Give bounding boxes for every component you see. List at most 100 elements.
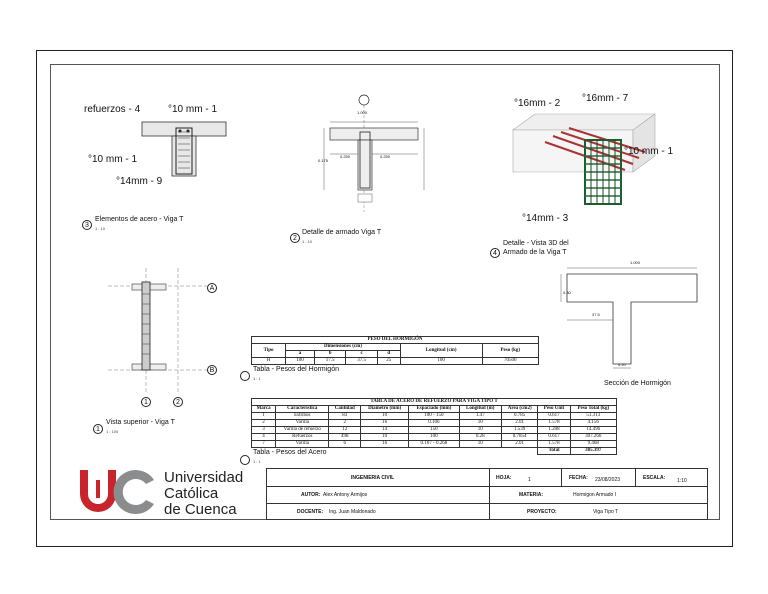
scale-label: ESCALA: [643,475,666,481]
concrete-subheader-c: c [345,350,378,358]
view-scale-3: 1 : 10 [95,226,106,231]
grid-mark-a: A [207,283,217,293]
caption-marker-steel [240,455,250,465]
concrete-header-length: Longitud (cm) [399,343,483,358]
table-cell: 1.208 [537,426,571,434]
table-header: Espaciado (mm) [408,405,460,413]
table-cell: 14.496 [569,426,618,434]
logo-text-line1: Universidad [164,469,244,486]
table-cell: 7 [250,440,277,448]
view-scale-1: 1 : 100 [106,429,119,434]
concrete-table-scale: 1 : 1 [253,376,261,381]
table-header: Peso Total (kg) [569,405,618,413]
university-logo-mark [80,470,154,514]
table-cell: 1.47 [458,412,502,420]
table-cell: 12 [328,426,362,434]
table-cell: 0.28 [458,433,502,441]
table-cell: 10 [458,440,502,448]
concrete-subheader-a: a [285,350,315,358]
table-cell: H [250,357,287,365]
view-title-1: Vista superior - Viga T [106,419,175,426]
label-bar14: °14mm - 9 [116,176,163,187]
view-title-3: Elementos de acero - Viga T [95,216,184,223]
table-header: Cantidad [328,405,362,413]
table-cell: 307.266 [569,433,618,441]
subject-label: MATERIA: [519,492,544,498]
dim-section-web: 0.20 [618,362,626,367]
section-title: Sección de Hormigón [604,380,671,387]
author-label: AUTOR: [301,492,321,498]
label-refuerzos: refuerzos - 4 [84,104,141,115]
table-cell: 100 [399,357,483,365]
caption-marker-concrete [240,371,250,381]
steel-weight-table: TABLA DE ACERO DE REFUERZO PARA VIGA TIP… [250,398,618,455]
date-label: FECHA: [569,475,588,481]
table-cell: 4 [250,433,277,441]
label-bar14-3d: °14mm - 3 [522,213,569,224]
concrete-header-weight: Peso (kg) [481,343,540,358]
table-cell: Refuerzos [275,433,330,441]
table-cell: 14 [360,426,410,434]
table-cell: 100 [408,433,460,441]
dim-right-flange: 0.250 [380,154,391,159]
label-bar16-b: °16mm - 7 [582,93,629,104]
steel-table-scale: 1 : 1 [253,459,261,464]
steel-table-caption: Tabla - Pesos del Acero [253,449,327,456]
reinforcement-detail-drawing [323,94,425,212]
concrete-section-drawing [560,267,698,369]
concrete-header-tipo: Tipo [250,343,287,358]
total-label: Total [537,447,571,455]
dim-height: 0.175 [318,158,329,163]
total-value: 385.397 [569,447,618,455]
steel-elements-drawing [141,121,227,177]
grid-mark-1: 1 [141,397,151,407]
steel-table-header: Marca Característica Cantidad Diametro (… [250,405,618,413]
concrete-subheader-b: b [313,350,347,358]
total-row: Total 385.397 [252,447,618,455]
table-cell: 0.617 [537,412,571,420]
table-cell: 4.156 [569,419,618,427]
view-title-4-line1: Detalle - Vista 3D del [503,240,569,247]
concrete-subheader-d: d [376,350,401,358]
table-cell: 70500 [481,357,540,365]
table-cell: 100 - 150 [408,412,460,420]
dim-section-flange: 0.30 [563,290,571,295]
table-header: Característica [275,405,330,413]
teacher-value: Ing. Juan Maldonado [329,509,376,515]
table-cell: 16 [360,440,410,448]
subject-value: Hormigon Armado I [573,492,617,498]
view-title-4-line2: Armado de la Viga T [503,249,567,256]
view-number-1: 1 [93,424,103,434]
sheet-border [36,50,733,547]
table-cell: 2 [328,419,362,427]
date-value: 23/08/2023 [595,477,621,483]
top-view-drawing [108,268,214,394]
concrete-table-row: H 100 17.5 37.5 25 100 70500 [250,357,540,365]
label-bar16-a: °16mm - 2 [514,98,561,109]
table-cell: 0.617 [537,433,571,441]
table-cell: 0.785 [500,412,539,420]
table-cell: 150 [408,426,460,434]
table-cell: 37.5 [345,357,378,365]
concrete-table-caption: Tabla - Pesos del Hormigón [253,366,339,373]
table-cell: 2.01 [500,419,539,427]
table-cell: 2.01 [500,440,539,448]
table-cell: 498 [328,433,362,441]
table-cell: 100 [285,357,315,365]
label-bar10-3d: °10 mm - 1 [624,146,674,157]
table-cell: 1.578 [537,419,571,427]
table-cell: 1.539 [500,426,539,434]
table-cell: Varilla [275,440,330,448]
project-label: PROYECTO: [527,509,557,515]
concrete-header-dims: Dimensiones (cm) [285,343,401,351]
program-name: INGENIERIA CIVIL [351,475,395,481]
label-bar10-left: °10 mm - 1 [88,154,138,165]
table-cell: 25 [376,357,401,365]
concrete-weight-table: PESO DEL HORMIGÓN Tipo Dimensiones (cm) … [250,336,540,365]
table-cell: 2 [250,419,277,427]
table-cell: Varilla de refuerzo [275,426,330,434]
